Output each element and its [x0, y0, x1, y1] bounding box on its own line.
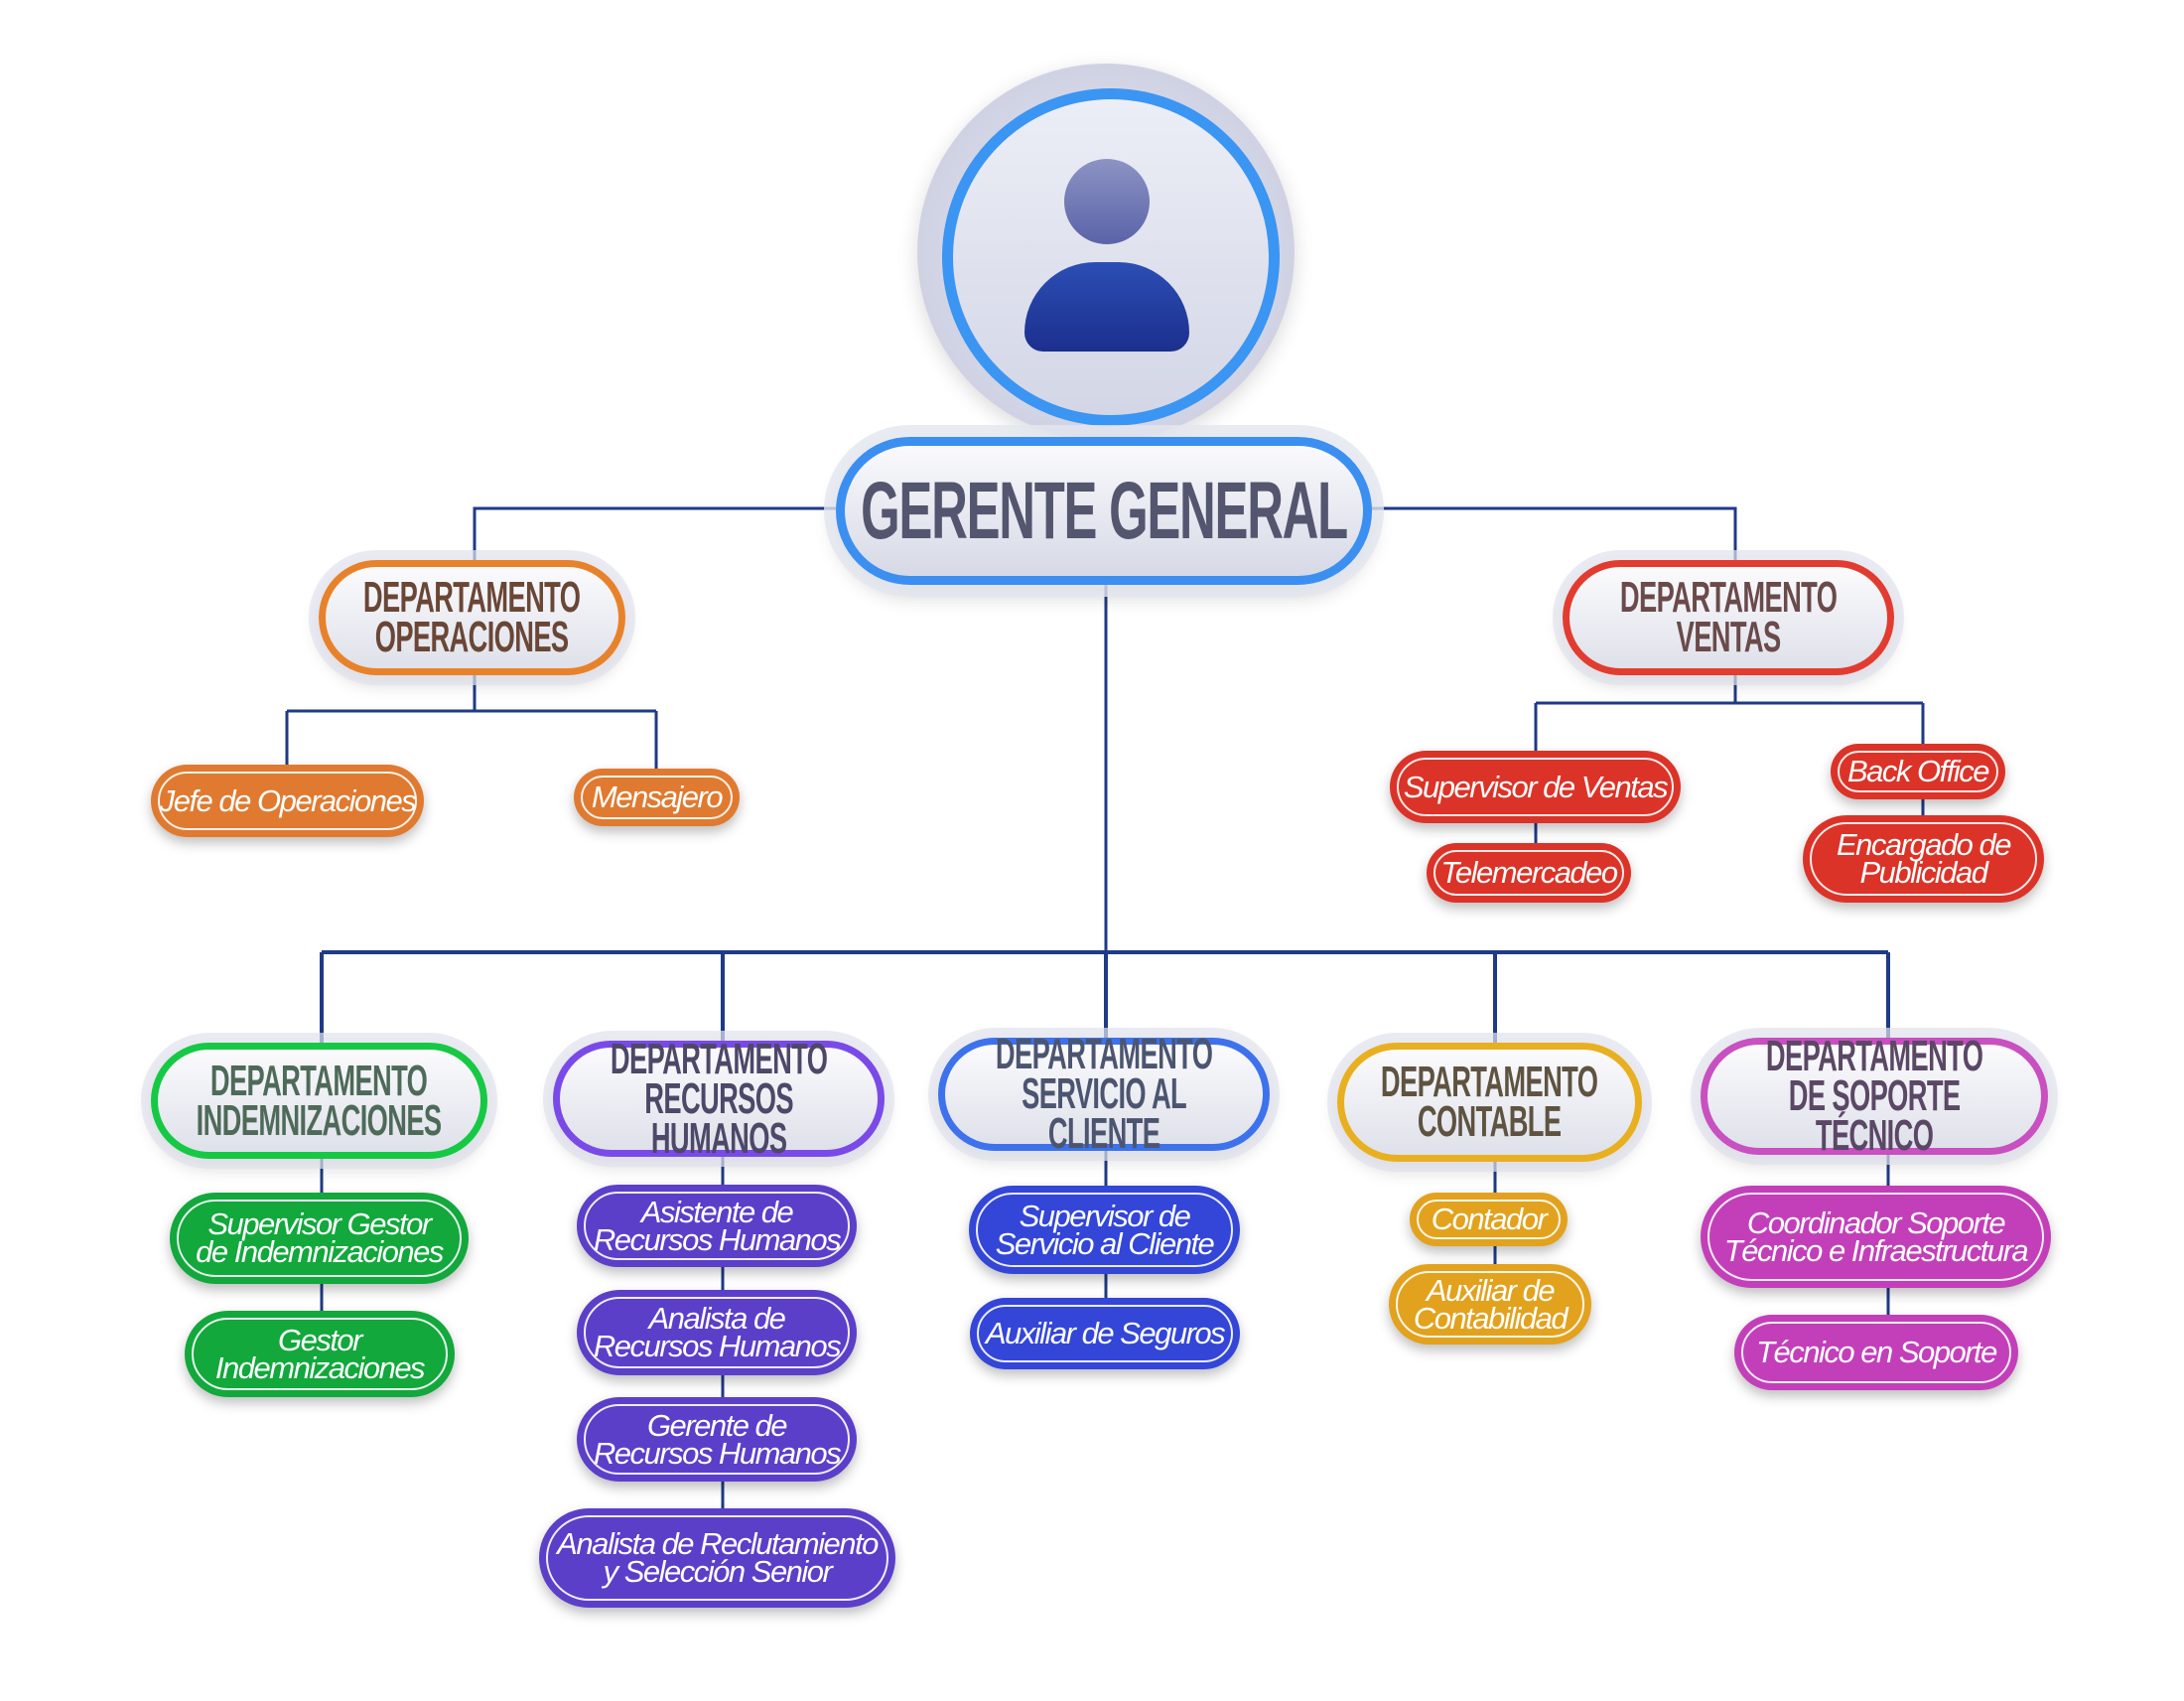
- gerente-general-node[interactable]: GERENTE GENERAL: [836, 437, 1372, 585]
- role-auxiliar-contabilidad[interactable]: Auxiliar de Contabilidad: [1389, 1264, 1591, 1345]
- dept-servicio-cliente[interactable]: DEPARTAMENTO SERVICIO AL CLIENTE: [938, 1030, 1270, 1158]
- role-contador[interactable]: Contador: [1410, 1193, 1568, 1246]
- role-supervisor-servicio[interactable]: Supervisor de Servicio al Cliente: [969, 1186, 1240, 1274]
- role-gerente-rrhh[interactable]: Gerente de Recursos Humanos: [577, 1397, 857, 1482]
- role-label: Auxiliar de Seguros: [985, 1316, 1226, 1350]
- dept-label: DEPARTAMENTO INDEMNIZACIONES: [197, 1056, 442, 1145]
- dept-label: DEPARTAMENTO OPERACIONES: [363, 573, 581, 661]
- dept-ventas[interactable]: DEPARTAMENTO VENTAS: [1563, 560, 1894, 675]
- role-label: Jefe de Operaciones: [159, 782, 417, 818]
- role-supervisor-ventas[interactable]: Supervisor de Ventas: [1390, 751, 1681, 823]
- role-label: Back Office: [1847, 754, 1990, 788]
- role-label: Supervisor de Servicio al Cliente: [995, 1198, 1215, 1261]
- dept-label: DEPARTAMENTO CONTABLE: [1381, 1058, 1598, 1146]
- role-label: Contador: [1431, 1202, 1548, 1236]
- dept-contable[interactable]: DEPARTAMENTO CONTABLE: [1337, 1043, 1642, 1162]
- role-label: Auxiliar de Contabilidad: [1413, 1272, 1569, 1336]
- dept-operaciones[interactable]: DEPARTAMENTO OPERACIONES: [319, 560, 625, 675]
- role-tecnico-soporte[interactable]: Técnico en Soporte: [1734, 1315, 2018, 1390]
- role-telemercadeo[interactable]: Telemercadeo: [1427, 843, 1631, 903]
- role-label: Gestor Indemnizaciones: [214, 1322, 426, 1385]
- dept-label: DEPARTAMENTO SERVICIO AL CLIENTE: [995, 1030, 1213, 1158]
- role-gestor-indemnizaciones[interactable]: Gestor Indemnizaciones: [185, 1311, 455, 1397]
- role-encargado-publicidad[interactable]: Encargado de Publicidad: [1803, 815, 2044, 903]
- role-auxiliar-seguros[interactable]: Auxiliar de Seguros: [970, 1298, 1240, 1369]
- role-label: Mensajero: [591, 780, 724, 814]
- role-analista-reclutamiento[interactable]: Analista de Reclutamiento y Selección Se…: [539, 1508, 895, 1608]
- role-label: Encargado de Publicidad: [1836, 827, 2012, 890]
- dept-label: DEPARTAMENTO RECURSOS HUMANOS: [610, 1034, 828, 1163]
- dept-label: DEPARTAMENTO VENTAS: [1619, 573, 1838, 661]
- dept-indemnizaciones[interactable]: DEPARTAMENTO INDEMNIZACIONES: [151, 1043, 487, 1159]
- dept-recursos-humanos[interactable]: DEPARTAMENTO RECURSOS HUMANOS: [553, 1034, 885, 1163]
- role-supervisor-gestor[interactable]: Supervisor Gestor de Indemnizaciones: [170, 1193, 469, 1284]
- dept-soporte-tecnico[interactable]: DEPARTAMENTO DE SOPORTE TÉCNICO: [1701, 1032, 2048, 1160]
- role-mensajero[interactable]: Mensajero: [574, 769, 740, 826]
- role-jefe-operaciones[interactable]: Jefe de Operaciones: [151, 765, 424, 837]
- role-label: Coordinador Soporte Técnico e Infraestru…: [1723, 1205, 2029, 1268]
- role-asistente-rrhh[interactable]: Asistente de Recursos Humanos: [577, 1185, 857, 1267]
- role-label: Supervisor de Ventas: [1403, 769, 1669, 804]
- role-label: Asistente de Recursos Humanos: [593, 1194, 842, 1257]
- role-label: Analista de Reclutamiento y Selección Se…: [557, 1526, 879, 1589]
- role-analista-rrhh[interactable]: Analista de Recursos Humanos: [577, 1290, 857, 1375]
- role-back-office[interactable]: Back Office: [1831, 744, 2005, 799]
- role-label: Analista de Recursos Humanos: [593, 1301, 842, 1363]
- role-label: Supervisor Gestor de Indemnizaciones: [196, 1206, 444, 1269]
- gerente-general-label: GERENTE GENERAL: [861, 465, 1348, 556]
- role-label: Telemercadeo: [1440, 855, 1618, 890]
- user-avatar-icon: [917, 64, 1295, 441]
- dept-label: DEPARTAMENTO DE SOPORTE TÉCNICO: [1765, 1032, 1983, 1160]
- role-label: Técnico en Soporte: [1756, 1335, 1997, 1369]
- role-label: Gerente de Recursos Humanos: [593, 1407, 842, 1471]
- role-coordinador-soporte[interactable]: Coordinador Soporte Técnico e Infraestru…: [1701, 1186, 2051, 1288]
